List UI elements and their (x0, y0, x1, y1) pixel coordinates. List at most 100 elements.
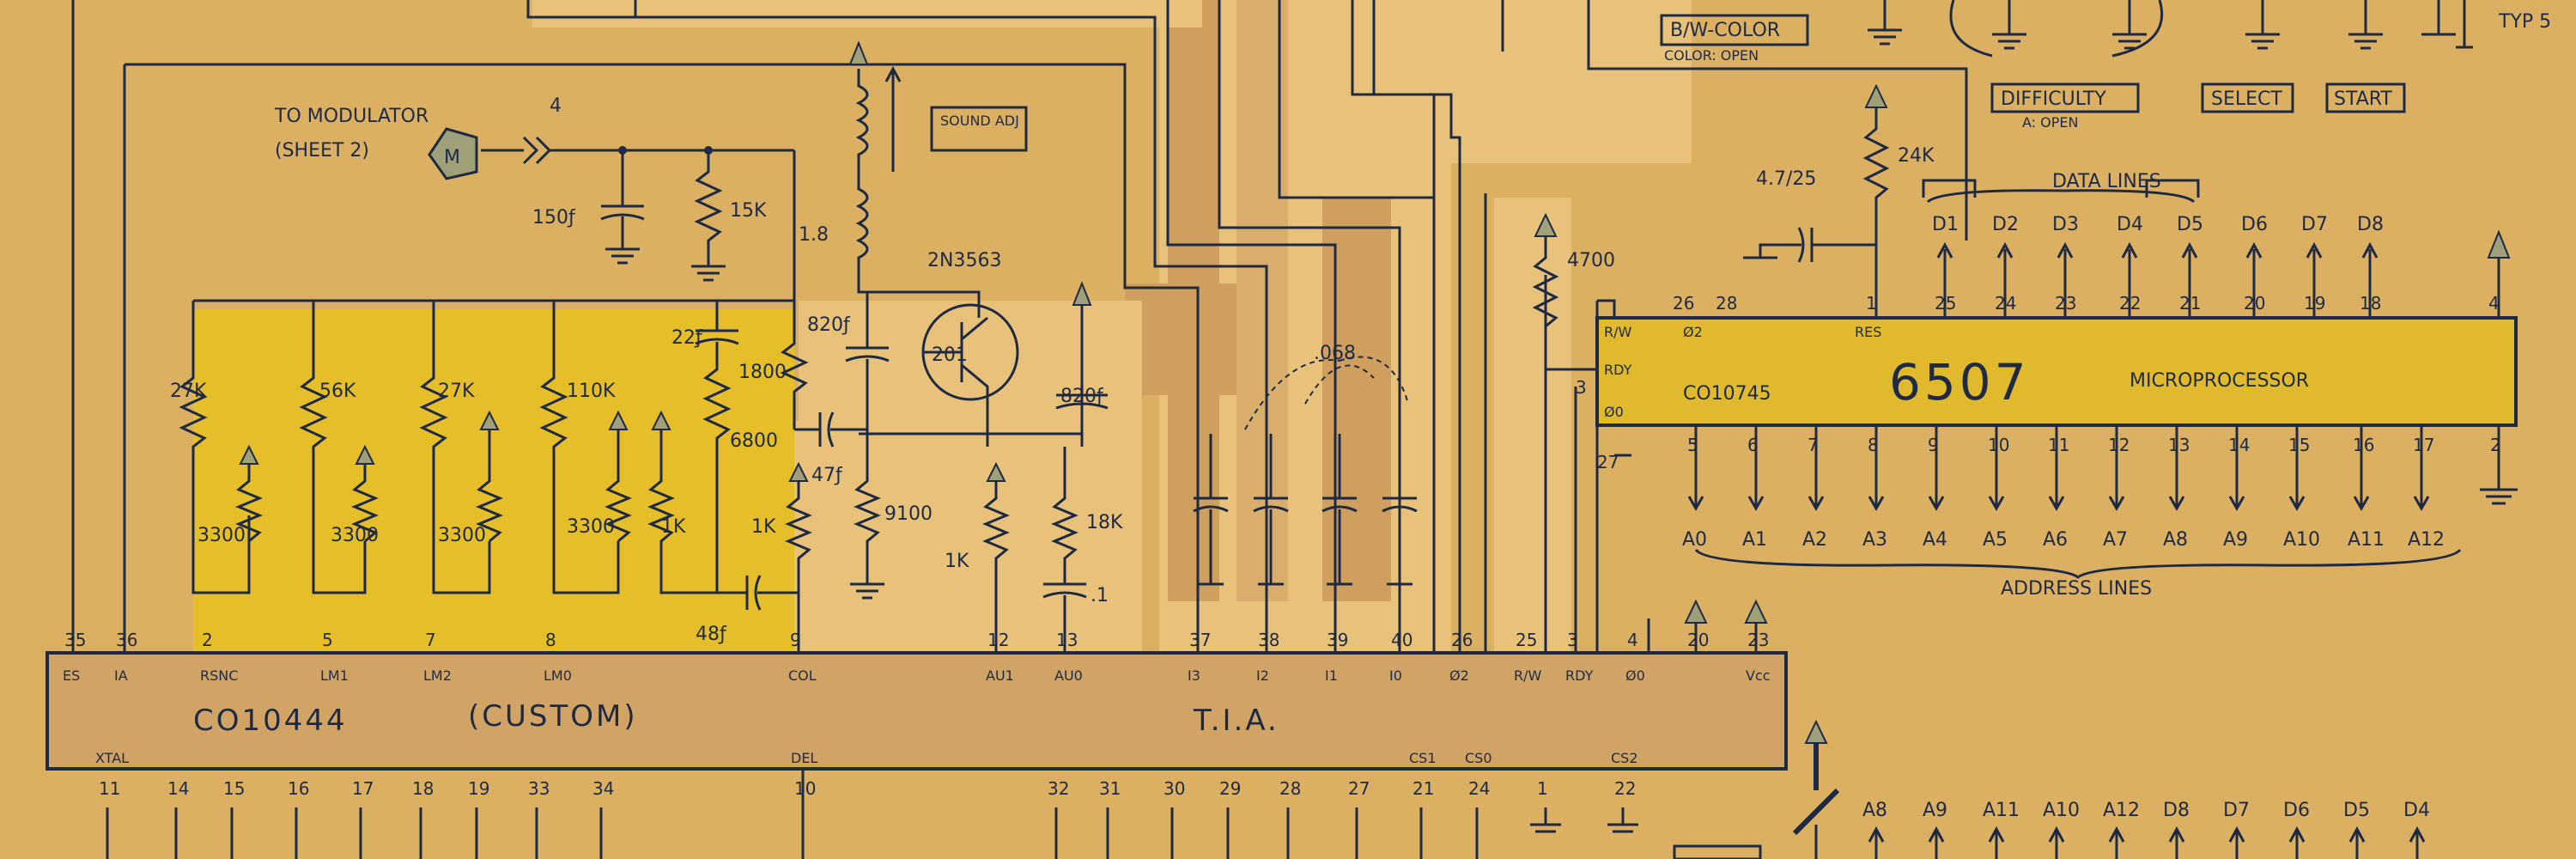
res-15k-symbol (691, 150, 726, 282)
cap-47-symbol (794, 411, 867, 448)
background-bands (193, 0, 1692, 661)
address-arrow (2348, 825, 2366, 859)
address-line-label: A5 (1983, 529, 2008, 551)
tia-pin-number: 5 (322, 630, 333, 650)
res-56k-label: 56K (319, 381, 356, 402)
bottom-address-label: A10 (2043, 800, 2080, 821)
difficulty-box (1990, 82, 2140, 113)
cap-22-res-6800 (695, 301, 739, 593)
cpu-rdy-pin: 3 (1576, 377, 1587, 398)
res-27k-a-symbol (179, 301, 251, 594)
res-1k-c-label: 1K (661, 516, 686, 538)
res-3300-c-symbol (476, 430, 503, 543)
tia-chip: CO10444 (CUSTOM) T.I.A. 35ES36IA2RSNC5LM… (46, 599, 1788, 859)
data-line-label: D1 (1932, 214, 1959, 235)
tia-pin-signal: DEL (791, 750, 817, 766)
data-line-arrow (2121, 241, 2138, 318)
address-line-label: A10 (2283, 529, 2320, 551)
ground-symbols (1992, 0, 2147, 50)
cap-820-b-label: 820ƒ (1060, 386, 1104, 407)
cap-48-label: 48ƒ (696, 624, 727, 645)
tia-pin-number: 18 (412, 778, 434, 799)
data-line-arrow (2057, 241, 2074, 318)
tia-pin-number: 34 (592, 778, 614, 799)
data-line-label: D7 (2301, 214, 2328, 235)
vcc-arrow (1684, 599, 1708, 624)
cpu-pin-number: 15 (2288, 435, 2310, 455)
inductor-symbol (855, 69, 869, 283)
tia-pin-number: 25 (1516, 630, 1537, 650)
address-arrow (2168, 825, 2185, 859)
res-3300-a-label: 3300 (197, 525, 246, 546)
bottom-address-label: A11 (1983, 800, 2020, 821)
tia-pin-signal: AU1 (986, 667, 1014, 684)
tia-pin-signal: I2 (1256, 667, 1269, 684)
address-line-label: A2 (1802, 529, 1827, 551)
band-yellow-resistors (193, 301, 794, 661)
address-line-arrow (2353, 425, 2370, 512)
tia-pin-signal: CS1 (1409, 750, 1437, 766)
connector-arrow (481, 136, 552, 165)
address-line-arrow (1687, 425, 1704, 512)
tia-pin-number: 39 (1327, 630, 1348, 650)
vcc-arrow (1804, 719, 1828, 744)
address-line-arrow (2228, 425, 2245, 512)
res-56k-symbol (299, 301, 367, 594)
data-line-arrow (2306, 241, 2323, 318)
tia-pin-signal: LM0 (544, 667, 572, 684)
address-line-label: A4 (1923, 529, 1947, 551)
tia-pin-number: 13 (1056, 630, 1078, 650)
typ5-label: TYP 5 (2498, 11, 2551, 33)
tia-pin-number: 27 (1348, 778, 1370, 799)
res-3300-d-label: 3300 (567, 516, 615, 538)
address-arrow (1988, 825, 2005, 859)
cpu-pin-number: 14 (2228, 435, 2250, 455)
tia-pin-number: 2 (202, 630, 213, 650)
tia-pin-signal: AU0 (1054, 667, 1083, 684)
lower-box (1673, 844, 1762, 859)
address-line-label: A9 (2223, 529, 2248, 551)
ground-symbol (1868, 0, 1902, 46)
cpu-chip: CO10745 6507 MICROPROCESSOR R/W RDY Ø0 Ø… (1576, 171, 2518, 600)
data-line-label: D3 (2052, 214, 2079, 235)
switch-section: B/W-COLOR COLOR: OPEN DIFFICULTY A: OPEN… (1660, 0, 2551, 131)
tia-pin-signal: Ø2 (1449, 667, 1469, 684)
vcc-arrow (1072, 281, 1092, 306)
cap-22-label: 22ƒ (671, 327, 703, 349)
tia-pin-signal: LM2 (423, 667, 452, 684)
data-brace (1926, 189, 2196, 204)
tia-pin-number: 9 (790, 630, 801, 650)
address-line-arrow (1928, 425, 1945, 512)
tia-pin-signal: ES (63, 667, 80, 684)
tia-pin-number: 23 (1747, 630, 1769, 650)
data-line-arrow (2181, 241, 2198, 318)
tia-pin-number: 1 (1537, 778, 1548, 799)
cap-47-25-symbol (1743, 227, 1876, 263)
data-line-label: D4 (2117, 214, 2143, 235)
bottom-address-label: A12 (2103, 800, 2140, 821)
data-line-label: D8 (2357, 214, 2384, 235)
tia-pin-signal: Ø0 (1625, 667, 1645, 684)
res-1800-symbol (780, 309, 809, 430)
res-4700-label: 4700 (1567, 250, 1615, 271)
select-box (2201, 82, 2294, 113)
cpu-type-label: MICROPROCESSOR (2129, 370, 2309, 392)
address-line-arrow (2168, 425, 2185, 512)
tia-pin-signal: IA (114, 667, 128, 684)
cap-820-b-symbol (1055, 305, 1109, 447)
tia-pin-number: 22 (1614, 778, 1636, 799)
address-arrow (2409, 825, 2426, 859)
tia-name: T.I.A. (1193, 704, 1279, 738)
address-line-label: A0 (1682, 529, 1707, 551)
cpu-pin-number: 26 (1673, 293, 1694, 314)
cpu-name: 6507 (1889, 353, 2030, 411)
cpu-pin-number: 17 (2413, 435, 2434, 455)
address-arrow (1928, 825, 1945, 859)
cpu-sig-res: RES (1855, 324, 1881, 340)
cpu-sig-rw: R/W (1604, 324, 1632, 340)
tia-pin-number: 35 (64, 630, 86, 650)
